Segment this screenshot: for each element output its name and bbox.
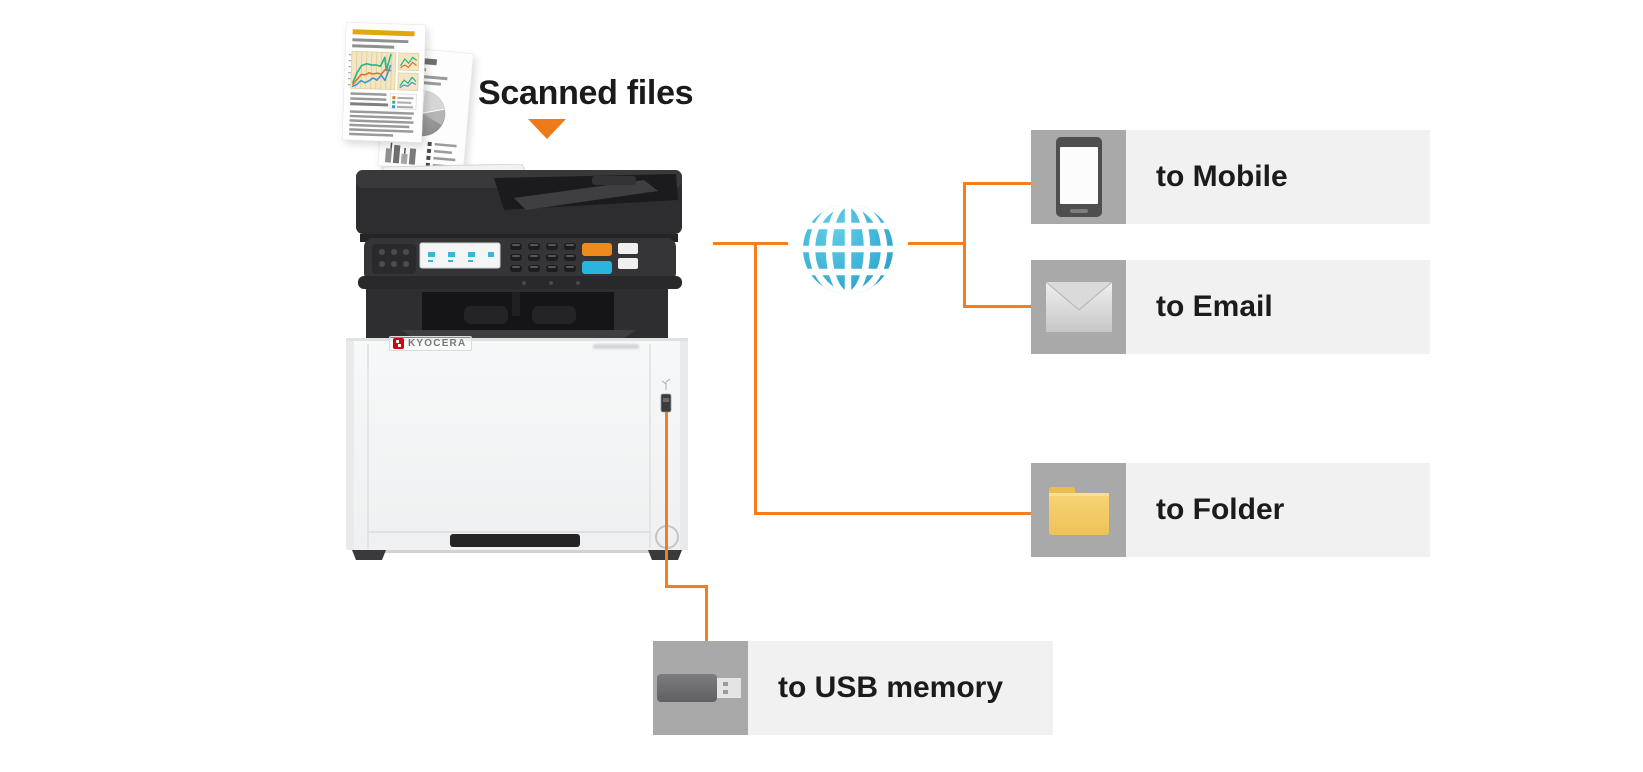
connector-branch-down [754, 242, 757, 515]
down-arrow-icon [528, 119, 566, 139]
kyocera-logo: KYOCERA [389, 336, 473, 351]
destination-folder: to Folder [1031, 463, 1430, 557]
destination-mobile: to Mobile [1031, 130, 1430, 224]
connector-to-mobile [963, 182, 1031, 185]
destination-email: to Email [1031, 260, 1430, 354]
globe-icon [803, 204, 893, 294]
connector-usb-to-box [705, 585, 708, 641]
destination-label-folder: to Folder [1126, 463, 1430, 557]
line-chart-thumbnail [347, 50, 397, 91]
connector-to-folder [754, 512, 1031, 515]
smartphone-icon [1031, 130, 1126, 224]
connector-to-email [963, 305, 1031, 308]
connector-globe-to-branch [908, 242, 966, 245]
usb-memory-icon [653, 641, 748, 735]
kyocera-logo-text: KYOCERA [408, 338, 467, 349]
connector-printer-to-globe [713, 242, 788, 245]
document-page-front-illustration [341, 22, 426, 143]
bar-chart-thumbnail [384, 142, 417, 165]
destination-label-mobile: to Mobile [1126, 130, 1430, 224]
envelope-icon [1031, 260, 1126, 354]
connector-usb-down [665, 412, 668, 588]
kyocera-logo-mark [393, 338, 404, 349]
scanned-files-title: Scanned files [478, 74, 694, 112]
connector-usb-over [665, 585, 708, 588]
destination-usb: to USB memory [653, 641, 1053, 735]
usb-port [660, 393, 672, 413]
folder-icon [1031, 463, 1126, 557]
destination-label-email: to Email [1126, 260, 1430, 354]
connector-branch-vertical [963, 182, 966, 308]
printer-illustration [346, 164, 688, 560]
destination-label-usb: to USB memory [748, 641, 1053, 735]
printer-model-text [593, 344, 639, 349]
